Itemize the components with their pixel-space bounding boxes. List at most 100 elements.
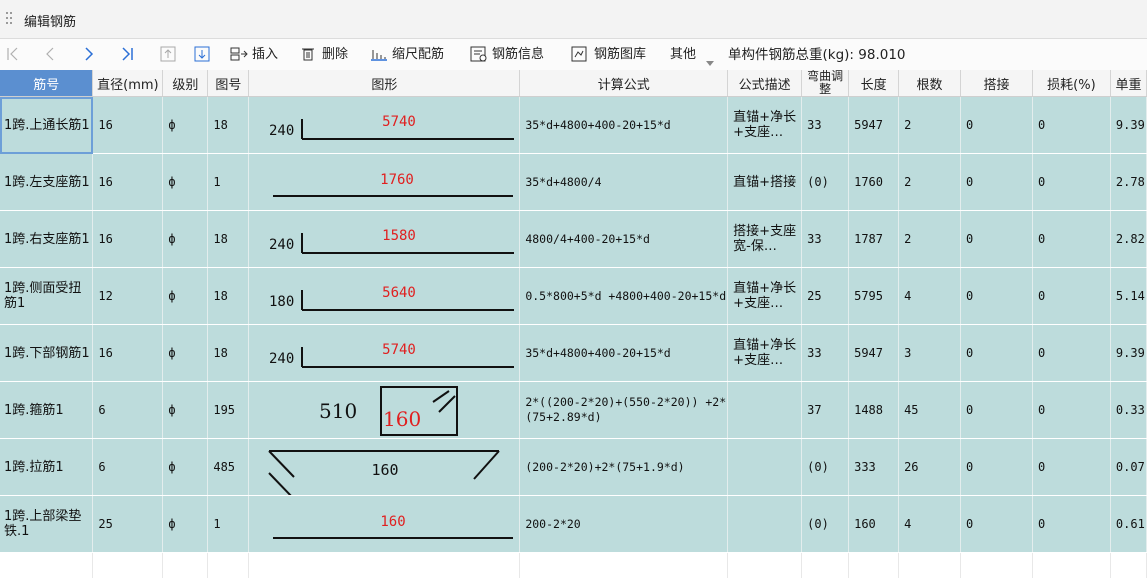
bend-adjust-cell[interactable]: 37	[801, 381, 850, 439]
lap-cell[interactable]: 0	[960, 96, 1033, 154]
loss-cell[interactable]: 0	[1032, 210, 1111, 268]
table-row[interactable]: 1跨.上通长筋1 16 ф 18 240 5740 35*d+4800+400-…	[0, 96, 1147, 154]
grade-cell[interactable]: ф	[162, 438, 209, 496]
header-loss[interactable]: 损耗(%)	[1032, 70, 1111, 97]
length-cell[interactable]: 333	[848, 438, 900, 496]
count-cell[interactable]: 45	[898, 381, 962, 439]
length-cell[interactable]: 1787	[848, 210, 900, 268]
empty-cell[interactable]	[898, 552, 962, 579]
grade-cell[interactable]: ф	[162, 381, 209, 439]
last-record-icon[interactable]	[120, 46, 134, 63]
insert-button[interactable]: 插入	[252, 47, 279, 62]
loss-cell[interactable]: 0	[1032, 153, 1111, 211]
other-menu-button[interactable]: 其他	[670, 47, 697, 62]
length-cell[interactable]: 5795	[848, 267, 900, 325]
grade-cell[interactable]: ф	[162, 210, 209, 268]
header-lap[interactable]: 搭接	[960, 70, 1033, 97]
header-shape[interactable]: 图形	[248, 70, 521, 97]
empty-cell[interactable]	[848, 552, 900, 579]
grade-cell[interactable]: ф	[162, 267, 209, 325]
shape-no-cell[interactable]: 18	[207, 324, 250, 382]
bar-no-cell[interactable]: 1跨.右支座筋1	[0, 210, 94, 268]
shape-no-cell[interactable]: 18	[207, 267, 250, 325]
table-row[interactable]: 1跨.上部梁垫铁.1 25 ф 1 160 200-2*20 (0) 160 4…	[0, 495, 1147, 553]
loss-cell[interactable]: 0	[1032, 495, 1111, 553]
header-grade[interactable]: 级别	[162, 70, 209, 97]
shape-no-cell[interactable]: 1	[207, 495, 250, 553]
count-cell[interactable]: 2	[898, 153, 962, 211]
formula-cell[interactable]: 35*d+4800+400-20+15*d	[519, 96, 729, 154]
empty-cell[interactable]	[727, 552, 803, 579]
bar-no-cell[interactable]: 1跨.上部梁垫铁.1	[0, 495, 94, 553]
chevron-down-icon[interactable]	[706, 52, 714, 69]
bend-adjust-cell[interactable]: 33	[801, 210, 850, 268]
shape-no-cell[interactable]: 18	[207, 210, 250, 268]
shape-cell[interactable]: 510 160	[248, 381, 521, 439]
scale-rebar-button[interactable]: 缩尺配筋	[392, 47, 445, 62]
empty-cell[interactable]	[207, 552, 250, 579]
length-cell[interactable]: 5947	[848, 324, 900, 382]
formula-desc-cell[interactable]	[727, 495, 803, 553]
count-cell[interactable]: 26	[898, 438, 962, 496]
formula-cell[interactable]: 2*((200-2*20)+(550-2*20)) +2*(75+2.89*d)	[519, 381, 729, 439]
formula-desc-cell[interactable]: 直锚+净长+支座…	[727, 324, 803, 382]
lap-cell[interactable]: 0	[960, 324, 1033, 382]
bar-no-cell[interactable]: 1跨.侧面受扭筋1	[0, 267, 94, 325]
bend-adjust-cell[interactable]: (0)	[801, 153, 850, 211]
diameter-cell[interactable]: 6	[92, 438, 164, 496]
formula-cell[interactable]: 35*d+4800+400-20+15*d	[519, 324, 729, 382]
bend-adjust-cell[interactable]: 25	[801, 267, 850, 325]
shape-cell[interactable]: 240 1580	[248, 210, 521, 268]
diameter-cell[interactable]: 16	[92, 324, 164, 382]
empty-cell[interactable]	[0, 552, 94, 579]
formula-cell[interactable]: (200-2*20)+2*(75+1.9*d)	[519, 438, 729, 496]
formula-desc-cell[interactable]: 直锚+净长+支座…	[727, 267, 803, 325]
header-formula-desc[interactable]: 公式描述	[727, 70, 803, 97]
header-count[interactable]: 根数	[898, 70, 962, 97]
formula-cell[interactable]: 4800/4+400-20+15*d	[519, 210, 729, 268]
diameter-cell[interactable]: 16	[92, 210, 164, 268]
unit-weight-cell[interactable]: 9.39	[1110, 324, 1147, 382]
count-cell[interactable]: 3	[898, 324, 962, 382]
count-cell[interactable]: 4	[898, 495, 962, 553]
rebar-info-button[interactable]: 钢筋信息	[492, 47, 545, 62]
shape-no-cell[interactable]: 18	[207, 96, 250, 154]
bend-adjust-cell[interactable]: (0)	[801, 438, 850, 496]
table-row[interactable]: 1跨.左支座筋1 16 ф 1 1760 35*d+4800/4 直锚+搭接 (…	[0, 153, 1147, 211]
delete-icon[interactable]	[300, 46, 316, 63]
lap-cell[interactable]: 0	[960, 495, 1033, 553]
first-record-icon[interactable]	[6, 46, 20, 63]
header-diameter[interactable]: 直径(mm)	[92, 70, 164, 97]
unit-weight-cell[interactable]: 2.82	[1110, 210, 1147, 268]
diameter-cell[interactable]: 12	[92, 267, 164, 325]
header-bar-no[interactable]: 筋号	[0, 70, 94, 97]
rebar-info-icon[interactable]	[470, 46, 488, 63]
insert-icon[interactable]	[230, 46, 248, 63]
drag-handle-icon[interactable]	[6, 12, 14, 28]
formula-desc-cell[interactable]: 直锚+搭接	[727, 153, 803, 211]
diameter-cell[interactable]: 25	[92, 495, 164, 553]
bar-no-cell[interactable]: 1跨.上通长筋1	[0, 96, 94, 154]
loss-cell[interactable]: 0	[1032, 381, 1111, 439]
grade-cell[interactable]: ф	[162, 324, 209, 382]
count-cell[interactable]: 2	[898, 96, 962, 154]
delete-button[interactable]: 删除	[322, 47, 349, 62]
shape-no-cell[interactable]: 1	[207, 153, 250, 211]
diameter-cell[interactable]: 16	[92, 153, 164, 211]
grade-cell[interactable]: ф	[162, 153, 209, 211]
unit-weight-cell[interactable]: 0.61	[1110, 495, 1147, 553]
bar-no-cell[interactable]: 1跨.拉筋1	[0, 438, 94, 496]
length-cell[interactable]: 160	[848, 495, 900, 553]
length-cell[interactable]: 5947	[848, 96, 900, 154]
formula-cell[interactable]: 35*d+4800/4	[519, 153, 729, 211]
loss-cell[interactable]: 0	[1032, 267, 1111, 325]
empty-cell[interactable]	[960, 552, 1033, 579]
table-row[interactable]: 1跨.拉筋1 6 ф 485 160 (200-2*20)+2*(75+1.9*…	[0, 438, 1147, 496]
length-cell[interactable]: 1488	[848, 381, 900, 439]
lap-cell[interactable]: 0	[960, 153, 1033, 211]
formula-desc-cell[interactable]	[727, 381, 803, 439]
empty-cell[interactable]	[248, 552, 521, 579]
table-row[interactable]: 1跨.下部钢筋1 16 ф 18 240 5740 35*d+4800+400-…	[0, 324, 1147, 382]
empty-cell[interactable]	[162, 552, 209, 579]
loss-cell[interactable]: 0	[1032, 324, 1111, 382]
